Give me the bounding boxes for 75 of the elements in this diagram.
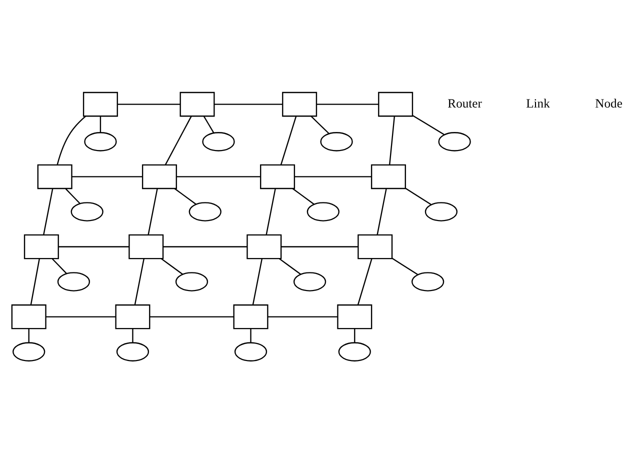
node-box — [233, 304, 268, 329]
connector — [412, 114, 445, 135]
connector — [148, 188, 158, 234]
connector — [132, 328, 134, 342]
connector — [43, 188, 54, 234]
node-box — [115, 304, 150, 329]
node-ellipse — [234, 342, 268, 361]
connector — [266, 188, 276, 234]
connector — [280, 115, 297, 164]
connector — [294, 176, 372, 177]
connector — [354, 328, 356, 342]
node-ellipse — [412, 272, 444, 291]
connector — [174, 188, 196, 204]
connector — [405, 187, 432, 204]
connector — [150, 316, 234, 317]
node-ellipse — [70, 202, 104, 221]
connector — [252, 258, 263, 305]
node-box — [282, 91, 318, 116]
node-box — [378, 91, 414, 116]
node-box — [370, 164, 406, 189]
node-ellipse — [293, 272, 326, 291]
connector — [30, 258, 40, 304]
node-box — [260, 164, 296, 189]
node-box — [11, 304, 46, 329]
label: Router — [448, 96, 482, 110]
connector — [72, 176, 142, 177]
connector — [117, 103, 180, 104]
node-ellipse — [338, 342, 371, 361]
node-box — [24, 234, 59, 259]
connector — [58, 246, 129, 247]
connector — [65, 188, 80, 204]
node-box — [82, 91, 118, 116]
connector — [134, 258, 144, 305]
node-box — [358, 234, 393, 259]
node-ellipse — [57, 272, 90, 291]
node-ellipse — [438, 132, 471, 151]
node-ellipse — [424, 202, 458, 221]
node-ellipse — [202, 132, 235, 151]
node-ellipse — [175, 272, 208, 291]
node-ellipse — [188, 202, 222, 221]
node-box — [337, 304, 372, 329]
connector — [279, 258, 301, 274]
connector — [376, 188, 387, 234]
connector — [389, 116, 396, 164]
label: Node — [595, 96, 622, 110]
connector — [281, 246, 358, 247]
connector — [28, 328, 30, 342]
node-ellipse — [12, 342, 46, 361]
connector — [52, 258, 67, 274]
connector — [46, 316, 116, 317]
node-ellipse — [320, 132, 353, 151]
connector — [392, 257, 418, 275]
connector — [214, 103, 283, 104]
node-ellipse — [306, 202, 340, 221]
node-ellipse — [84, 132, 117, 151]
node-box — [180, 91, 215, 116]
connector — [357, 258, 372, 305]
connector — [163, 246, 248, 247]
node-box — [246, 234, 282, 259]
connector — [56, 115, 86, 164]
connector — [268, 316, 338, 317]
connector — [316, 103, 379, 104]
connector — [100, 116, 102, 132]
label: Link — [526, 96, 550, 110]
connector — [203, 116, 214, 133]
node-box — [128, 234, 164, 259]
node-ellipse — [116, 342, 150, 361]
node-box — [37, 164, 72, 189]
connector — [164, 115, 192, 164]
connector — [176, 176, 261, 177]
connector — [310, 115, 330, 134]
node-box — [142, 164, 177, 189]
connector — [250, 328, 252, 342]
connector — [160, 258, 183, 274]
connector — [292, 188, 314, 204]
